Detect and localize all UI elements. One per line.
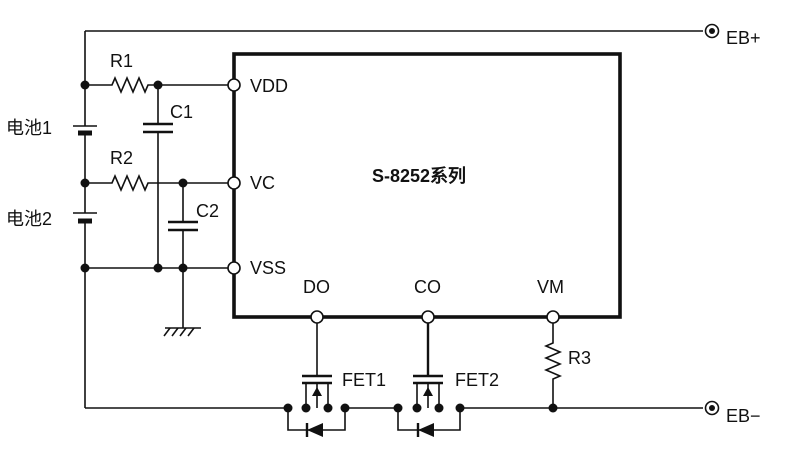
capacitor-c1-label: C1 bbox=[170, 102, 193, 122]
eb-plus-terminal bbox=[704, 23, 720, 39]
vss-pin-label: VSS bbox=[250, 258, 286, 278]
ic-title: S-8252系列 bbox=[372, 166, 466, 186]
vm-pin-label: VM bbox=[537, 277, 564, 297]
resistor-r3-label: R3 bbox=[568, 348, 591, 368]
battery-2-symbol bbox=[73, 212, 97, 224]
eb-plus-rail bbox=[84, 30, 703, 85]
capacitor-c2-label: C2 bbox=[196, 201, 219, 221]
capacitor-c1 bbox=[143, 85, 173, 268]
vc-pin-label: VC bbox=[250, 173, 275, 193]
vss-rail bbox=[85, 267, 228, 328]
vc-pin bbox=[227, 176, 241, 190]
vm-pin bbox=[546, 310, 560, 324]
battery-2-label: 电池2 bbox=[6, 209, 52, 229]
resistor-r1 bbox=[85, 75, 228, 95]
do-pin bbox=[310, 310, 324, 324]
eb-minus-label: EB− bbox=[726, 406, 761, 426]
fet2-label: FET2 bbox=[455, 370, 499, 390]
junctions-left bbox=[80, 80, 188, 273]
vss-pin bbox=[227, 261, 241, 275]
resistor-r3 bbox=[543, 323, 563, 413]
resistor-r2-label: R2 bbox=[110, 148, 133, 168]
co-pin-label: CO bbox=[414, 277, 441, 297]
vdd-pin-label: VDD bbox=[250, 76, 288, 96]
fet2-symbol bbox=[393, 323, 465, 437]
vdd-pin bbox=[227, 78, 241, 92]
ground-icon bbox=[163, 327, 201, 337]
capacitor-c2 bbox=[168, 183, 198, 268]
battery-1-symbol bbox=[73, 125, 97, 136]
eb-plus-label: EB+ bbox=[726, 28, 761, 48]
do-pin-label: DO bbox=[303, 277, 330, 297]
eb-minus-terminal bbox=[704, 400, 720, 416]
fet1-symbol bbox=[283, 323, 350, 437]
resistor-r1-label: R1 bbox=[110, 51, 133, 71]
battery-1-label: 电池1 bbox=[6, 118, 52, 138]
resistor-r2 bbox=[85, 173, 228, 193]
co-pin bbox=[421, 310, 435, 324]
fet1-label: FET1 bbox=[342, 370, 386, 390]
